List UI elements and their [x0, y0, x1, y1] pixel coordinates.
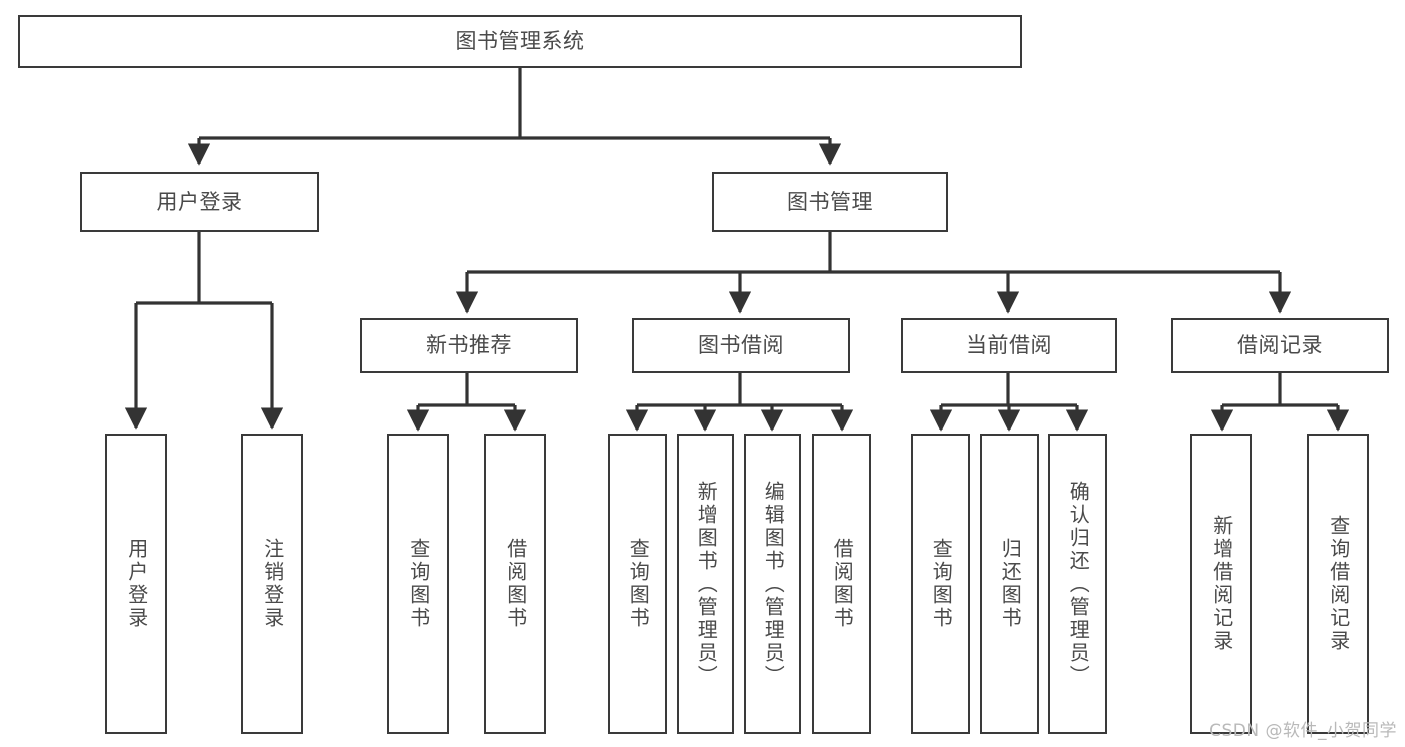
node-borrow-record[interactable]: 借阅记录	[1171, 318, 1389, 373]
node-leaf-add-book[interactable]: 新增图书（管理员）	[677, 434, 734, 734]
node-leaf-query-book-2[interactable]: 查询图书	[608, 434, 667, 734]
node-current-borrow-label: 当前借阅	[966, 333, 1052, 358]
node-leaf-edit-book-label: 编辑图书（管理员）	[761, 480, 786, 688]
node-new-book-rec[interactable]: 新书推荐	[360, 318, 578, 373]
node-leaf-query-record[interactable]: 查询借阅记录	[1307, 434, 1369, 734]
node-book-borrow-label: 图书借阅	[698, 333, 784, 358]
node-leaf-user-login-label: 用户登录	[124, 538, 149, 630]
node-borrow-record-label: 借阅记录	[1237, 333, 1323, 358]
node-leaf-add-book-label: 新增图书（管理员）	[694, 480, 719, 688]
node-leaf-query-book-2-label: 查询图书	[626, 538, 651, 630]
node-book-manage[interactable]: 图书管理	[712, 172, 948, 232]
node-user-login[interactable]: 用户登录	[80, 172, 319, 232]
node-leaf-confirm-return-label: 确认归还（管理员）	[1066, 480, 1091, 688]
node-leaf-return-book-label: 归还图书	[998, 538, 1023, 630]
node-root[interactable]: 图书管理系统	[18, 15, 1022, 68]
node-leaf-confirm-return[interactable]: 确认归还（管理员）	[1048, 434, 1107, 734]
node-new-book-rec-label: 新书推荐	[426, 333, 512, 358]
node-leaf-query-book-3-label: 查询图书	[929, 538, 954, 630]
node-leaf-query-book-1[interactable]: 查询图书	[387, 434, 449, 734]
node-leaf-edit-book[interactable]: 编辑图书（管理员）	[744, 434, 801, 734]
node-leaf-add-record[interactable]: 新增借阅记录	[1190, 434, 1252, 734]
node-current-borrow[interactable]: 当前借阅	[901, 318, 1117, 373]
node-leaf-query-book-1-label: 查询图书	[406, 538, 431, 630]
node-leaf-query-record-label: 查询借阅记录	[1326, 515, 1351, 653]
node-book-borrow[interactable]: 图书借阅	[632, 318, 850, 373]
node-leaf-borrow-book-1[interactable]: 借阅图书	[484, 434, 546, 734]
node-book-manage-label: 图书管理	[787, 189, 873, 214]
node-leaf-borrow-book-1-label: 借阅图书	[503, 538, 528, 630]
node-leaf-return-book[interactable]: 归还图书	[980, 434, 1039, 734]
node-leaf-logout-label: 注销登录	[260, 538, 285, 630]
node-root-label: 图书管理系统	[455, 29, 585, 54]
node-leaf-logout[interactable]: 注销登录	[241, 434, 303, 734]
node-leaf-user-login[interactable]: 用户登录	[105, 434, 167, 734]
node-leaf-query-book-3[interactable]: 查询图书	[911, 434, 970, 734]
node-leaf-add-record-label: 新增借阅记录	[1209, 515, 1234, 653]
node-leaf-borrow-book-2-label: 借阅图书	[830, 538, 855, 630]
node-user-login-label: 用户登录	[156, 189, 243, 214]
node-leaf-borrow-book-2[interactable]: 借阅图书	[812, 434, 871, 734]
